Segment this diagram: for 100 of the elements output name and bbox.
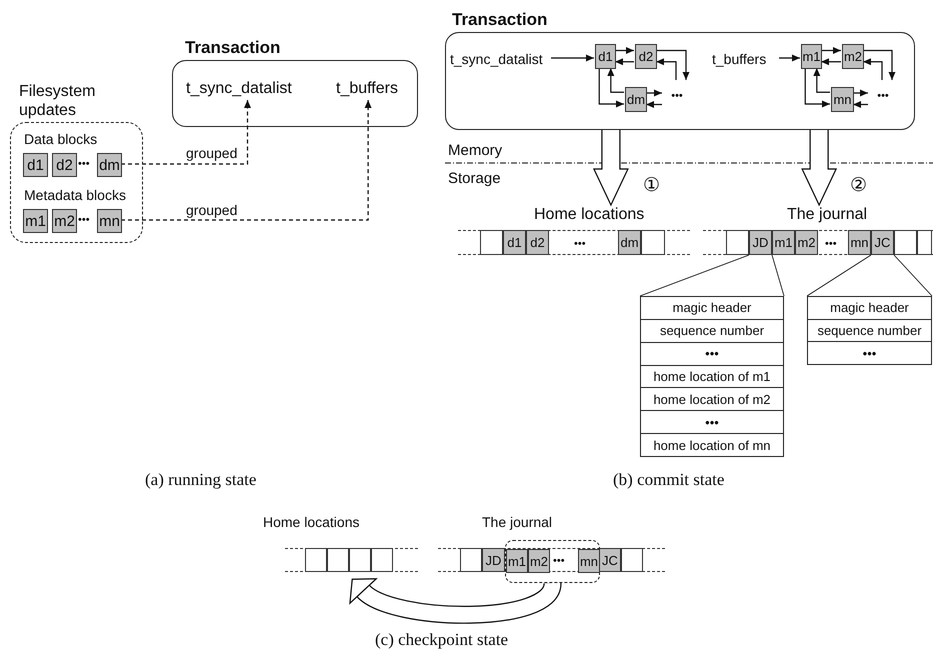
block-cell: m2 xyxy=(842,44,864,69)
block-cell: mn xyxy=(831,87,854,112)
section-label: Data blocks xyxy=(24,131,98,148)
record-field: sequence number xyxy=(641,320,783,343)
edge-label: grouped xyxy=(185,202,238,218)
group-heading: Transaction xyxy=(185,38,282,58)
list-name: t_buffers xyxy=(712,49,780,69)
group-heading: Transaction xyxy=(452,10,548,30)
block-cell: JC xyxy=(599,548,621,572)
block-cell: d2 xyxy=(52,153,77,177)
empty-block-cell xyxy=(726,230,749,255)
empty-block-cell xyxy=(621,548,643,572)
empty-block-cell xyxy=(894,230,917,255)
arrow xyxy=(551,54,594,62)
list-name: t_sync_datalist xyxy=(186,79,311,101)
strip-heading: The journal xyxy=(787,205,868,224)
empty-block-cell xyxy=(327,548,349,572)
ellipsis: ••• xyxy=(78,214,90,228)
block-cell: dm xyxy=(97,153,122,177)
arrow xyxy=(656,50,690,80)
figure-caption: (b) commit state xyxy=(613,470,724,490)
block-cell: d1 xyxy=(23,153,48,177)
block-cell: m1 xyxy=(772,230,795,255)
section-label: Metadata blocks xyxy=(24,187,126,204)
dashed-selection-box xyxy=(505,540,600,583)
block-cell: mn xyxy=(97,209,122,233)
record-field: magic header xyxy=(641,297,783,320)
hollow-arrow xyxy=(592,129,629,206)
empty-block-cell xyxy=(349,548,371,572)
ellipsis: ••• xyxy=(78,158,90,172)
record-table xyxy=(807,296,932,365)
arrow xyxy=(646,90,662,96)
ellipsis: ••• xyxy=(869,81,897,111)
record-field: sequence number xyxy=(808,320,931,342)
arrow xyxy=(607,68,624,93)
arrow xyxy=(821,58,841,66)
block-cell: m2 xyxy=(52,209,77,233)
block-strip xyxy=(703,205,933,255)
block-cell: d1 xyxy=(503,230,526,255)
record-field: magic header xyxy=(808,297,931,320)
leader-line xyxy=(806,254,872,296)
record-field: ••• xyxy=(641,411,783,434)
block-cell: d1 xyxy=(595,44,616,69)
record-table xyxy=(640,296,784,457)
empty-block-cell xyxy=(917,230,932,255)
list-name: t_buffers xyxy=(336,79,408,101)
empty-block-cell xyxy=(641,230,665,255)
block-cell: dm xyxy=(625,87,647,112)
block-cell: m2 xyxy=(528,549,550,573)
empty-block-cell xyxy=(371,548,393,572)
hollow-arrow xyxy=(350,576,562,624)
strip-heading: Home locations xyxy=(534,205,644,224)
arrow xyxy=(853,90,868,96)
block-cell: JD xyxy=(482,548,505,572)
arrow xyxy=(853,101,868,108)
block-cell: dm xyxy=(618,230,641,255)
leader-line xyxy=(640,254,750,296)
figure-caption: (c) checkpoint state xyxy=(375,630,508,650)
block-cell: m2 xyxy=(795,230,818,255)
leader-line xyxy=(772,254,784,296)
block-cell: m1 xyxy=(23,209,48,233)
arrow xyxy=(598,68,624,108)
block-cell: JD xyxy=(749,230,772,255)
arrow xyxy=(804,68,830,108)
record-field: ••• xyxy=(641,342,783,366)
arrow xyxy=(863,50,896,80)
ellipsis: ••• xyxy=(663,81,691,111)
block-cell: m1 xyxy=(506,549,528,573)
arrow xyxy=(615,47,634,54)
record-field: home location of m1 xyxy=(641,366,783,388)
step-number: ② xyxy=(850,175,867,198)
empty-block-cell xyxy=(305,548,327,572)
hollow-arrow xyxy=(801,129,838,206)
arrow xyxy=(779,54,800,62)
arrow xyxy=(863,58,883,80)
ellipsis: ••• xyxy=(553,555,565,568)
empty-block-cell xyxy=(460,548,482,572)
dashed-arrow xyxy=(121,100,251,165)
block-cell: JC xyxy=(871,230,894,255)
block-strip xyxy=(458,205,690,255)
dashed-arrow xyxy=(121,100,372,221)
block-cell: d2 xyxy=(635,44,657,69)
strip-heading: The journal xyxy=(482,514,552,531)
layer-label: Storage xyxy=(448,170,501,188)
arrow xyxy=(615,58,634,66)
record-field: home location of mn xyxy=(641,434,783,456)
record-field: ••• xyxy=(808,342,931,364)
arrow xyxy=(656,58,677,80)
arrow xyxy=(813,68,830,93)
strip-heading: Home locations xyxy=(263,514,360,531)
record-field: home location of m2 xyxy=(641,388,783,412)
block-cell: mn xyxy=(848,230,871,255)
list-name: t_sync_datalist xyxy=(450,49,552,69)
leader-line xyxy=(894,254,932,296)
arrow xyxy=(821,47,841,54)
ellipsis: ••• xyxy=(574,238,586,252)
step-number: ① xyxy=(643,175,660,198)
edge-label: grouped xyxy=(185,145,238,161)
group-heading: Filesystem updates xyxy=(19,82,96,120)
block-cell: m1 xyxy=(801,44,822,69)
